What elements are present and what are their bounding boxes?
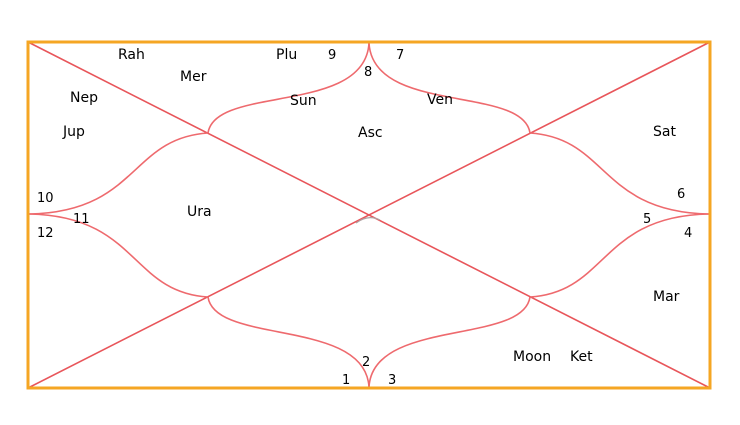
diagonal-top-right-to-bottom-left — [27, 41, 711, 389]
bottom-right-curve — [368, 296, 531, 388]
planet-sat: Sat — [653, 124, 676, 140]
house-number-1: 1 — [342, 373, 350, 388]
left-upper-curve — [28, 132, 209, 215]
planet-asc: Asc — [358, 125, 383, 141]
planet-sun: Sun — [290, 93, 317, 109]
planet-mer: Mer — [180, 69, 207, 85]
planet-nep: Nep — [70, 90, 98, 106]
house-number-10: 10 — [37, 191, 54, 206]
house-number-4: 4 — [684, 226, 692, 241]
planet-ven: Ven — [427, 92, 453, 108]
top-left-curve — [207, 42, 370, 134]
house-number-2: 2 — [362, 355, 370, 370]
house-number-8: 8 — [364, 65, 372, 80]
planet-moon: Moon — [513, 349, 551, 365]
planet-rah: Rah — [118, 47, 145, 63]
right-upper-curve — [529, 132, 710, 215]
house-number-3: 3 — [388, 373, 396, 388]
house-number-9: 9 — [328, 48, 336, 63]
house-number-11: 11 — [73, 212, 90, 227]
chart-frame — [26, 40, 712, 390]
planet-ket: Ket — [570, 349, 593, 365]
planet-ura: Ura — [187, 204, 212, 220]
bottom-left-curve — [207, 296, 370, 388]
house-number-12: 12 — [37, 226, 54, 241]
house-number-7: 7 — [396, 48, 404, 63]
right-lower-curve — [529, 213, 710, 298]
planet-mar: Mar — [653, 289, 680, 305]
left-lower-curve — [28, 213, 209, 298]
house-number-5: 5 — [643, 212, 651, 227]
center-mark — [355, 217, 381, 224]
house-number-6: 6 — [677, 187, 685, 202]
top-right-curve — [368, 42, 531, 134]
planet-plu: Plu — [276, 47, 297, 63]
planet-jup: Jup — [62, 124, 85, 140]
